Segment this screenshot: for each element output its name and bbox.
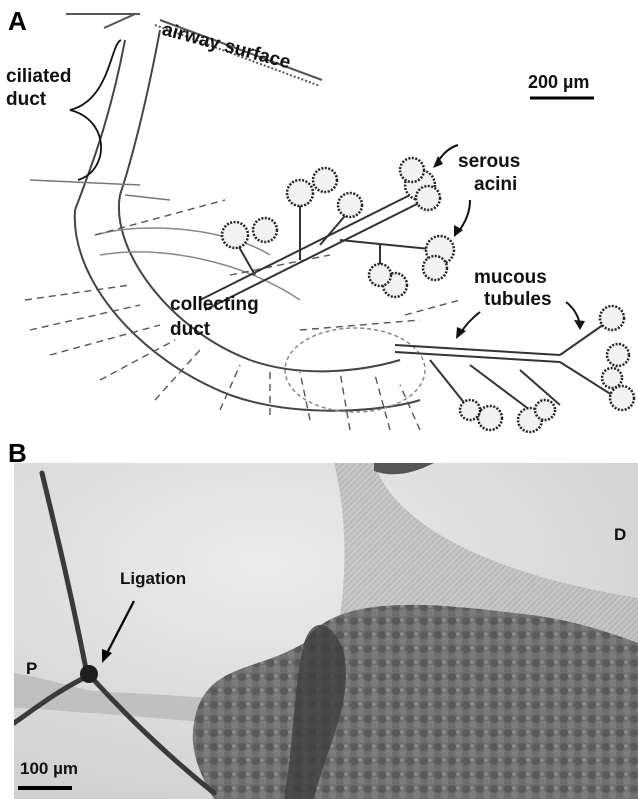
ciliated-duct-label-line1: ciliated	[6, 67, 71, 87]
scale-bar-b-label: 100 µm	[20, 760, 78, 778]
mucous-branch	[395, 320, 620, 410]
serous-acini-label-line2: acini	[474, 175, 517, 195]
collecting-duct-label-line1: collecting	[170, 295, 259, 315]
ligation-label: Ligation	[120, 570, 186, 588]
serous-acini-label-line1: serous	[458, 152, 520, 172]
collecting-duct	[95, 228, 425, 412]
mucous-tubules-label-line2: tubules	[484, 290, 552, 310]
gland-schematic	[0, 0, 638, 440]
proximal-label: P	[26, 660, 37, 678]
mucous-tubules-label-line1: mucous	[474, 268, 547, 288]
ligation-knot	[80, 665, 98, 683]
micrograph	[14, 463, 638, 799]
collecting-duct-label-line2: duct	[170, 320, 210, 340]
mucous-tubule-ends	[460, 306, 634, 432]
scale-bar-a-label: 200 µm	[528, 73, 589, 92]
panel-b: B	[0, 440, 638, 799]
distal-label: D	[614, 526, 626, 544]
panel-a: A	[0, 0, 638, 440]
ciliated-duct-label-line2: duct	[6, 90, 46, 110]
